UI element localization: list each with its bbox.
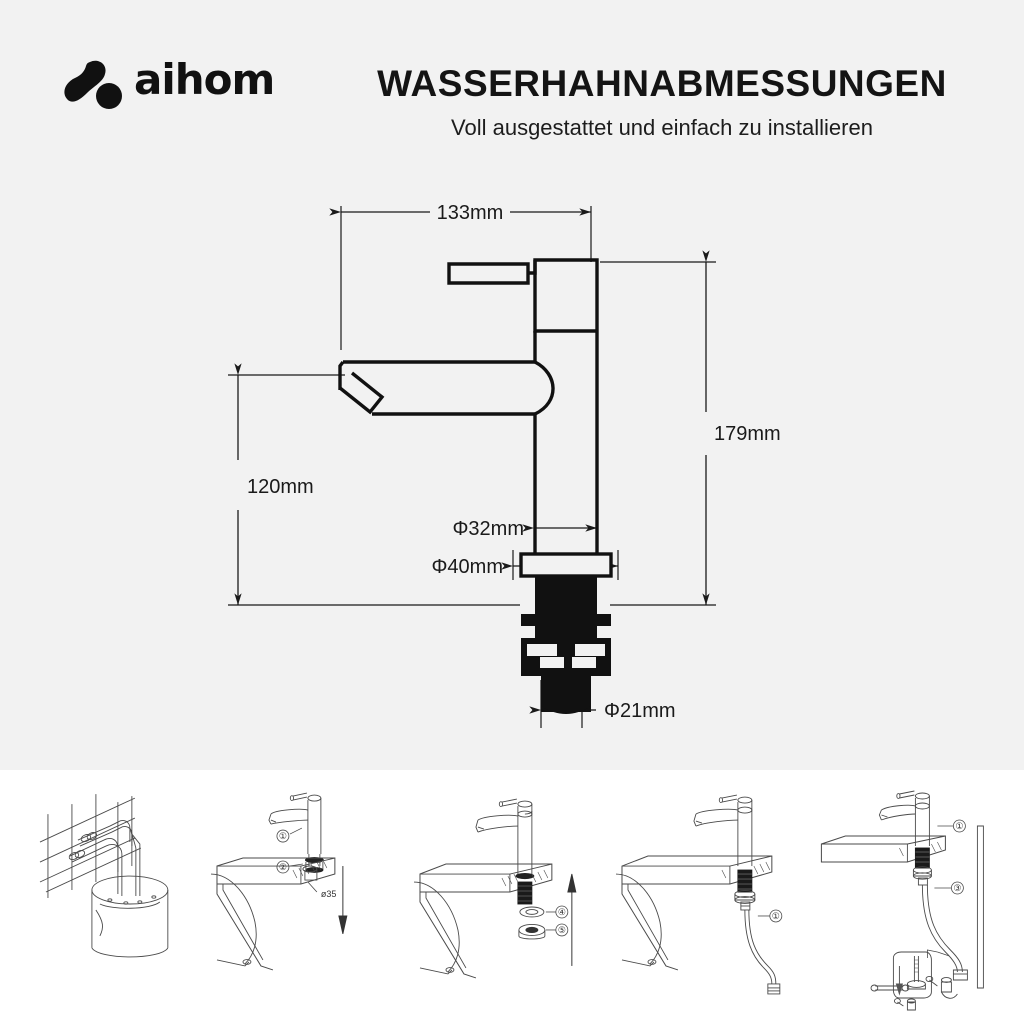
step-3-callout-5: ⑤: [557, 925, 565, 935]
step-3-illustration: ④ ⑤: [413, 798, 576, 979]
faucet-aerator-tip: [338, 371, 385, 415]
dim-label-120: 120mm: [247, 476, 314, 498]
brand-logo: aihom: [62, 52, 292, 114]
installation-steps: ① ② ø35: [0, 770, 1024, 1024]
step-5-illustration: ① ③: [821, 790, 985, 1011]
brand-name: aihom: [134, 55, 275, 104]
installation-steps-panel: [0, 770, 1024, 1024]
step-3-callout-4: ④: [557, 907, 565, 917]
step-2-hole-diameter: ø35: [321, 889, 336, 899]
page-title: WASSERHAHNABMESSUNGEN: [377, 63, 947, 104]
faucet-mounting-hardware: [519, 552, 613, 714]
dimensions-panel: [0, 0, 1024, 770]
threaded-shank-upper: [535, 576, 597, 614]
dim-label-phi21: Φ21mm: [604, 700, 676, 722]
step-2-callout-1: ①: [279, 831, 287, 841]
nut-void-br: [572, 657, 596, 668]
stem-bottom-round: [541, 706, 591, 714]
nut-void-bl: [540, 657, 564, 668]
nut-void-left: [527, 644, 557, 656]
step-2-callout-2: ②: [279, 862, 287, 872]
nut-void-right: [575, 644, 605, 656]
step-1: [0, 770, 205, 1024]
step-1-illustration: [39, 794, 169, 958]
faucet-cap-bottom: [533, 260, 597, 333]
step-3: ④ ⑤: [410, 770, 615, 1024]
dim-label-phi40: Φ40mm: [431, 556, 503, 578]
mounting-nut: [521, 638, 611, 676]
step-5: ① ③: [819, 770, 1024, 1024]
step-5-callout-3: ③: [954, 883, 962, 893]
threaded-shank-mid: [535, 626, 597, 638]
faucet-spout-nose: [338, 360, 345, 390]
deck-flange: [519, 552, 613, 578]
aihom-droplet-logo-icon: [64, 60, 122, 109]
washer-plate: [521, 614, 611, 626]
step-2-illustration: ① ② ø35: [210, 792, 348, 971]
faucet-outline: [338, 258, 599, 554]
step-5-callout-1: ①: [956, 821, 964, 831]
faucet-dimension-drawing: 133mm 179mm 120mm Φ32mm Φ40mm Φ21mm: [228, 202, 781, 728]
step-4-illustration: ①: [616, 794, 783, 995]
dim-label-133: 133mm: [437, 202, 504, 224]
faucet-handle-lever: [447, 262, 530, 285]
dim-label-phi32: Φ32mm: [452, 518, 524, 540]
faucet-spout-body-curve: [534, 360, 555, 416]
page-subtitle: Voll ausgestattet und einfach zu install…: [451, 115, 873, 140]
step-2: ① ② ø35: [205, 770, 410, 1024]
threaded-stem-lower: [541, 676, 591, 712]
step-4: ①: [614, 770, 819, 1024]
dim-label-179: 179mm: [714, 423, 781, 445]
faucet-body-right-edge: [528, 258, 599, 362]
step-4-callout-1: ①: [772, 911, 780, 921]
